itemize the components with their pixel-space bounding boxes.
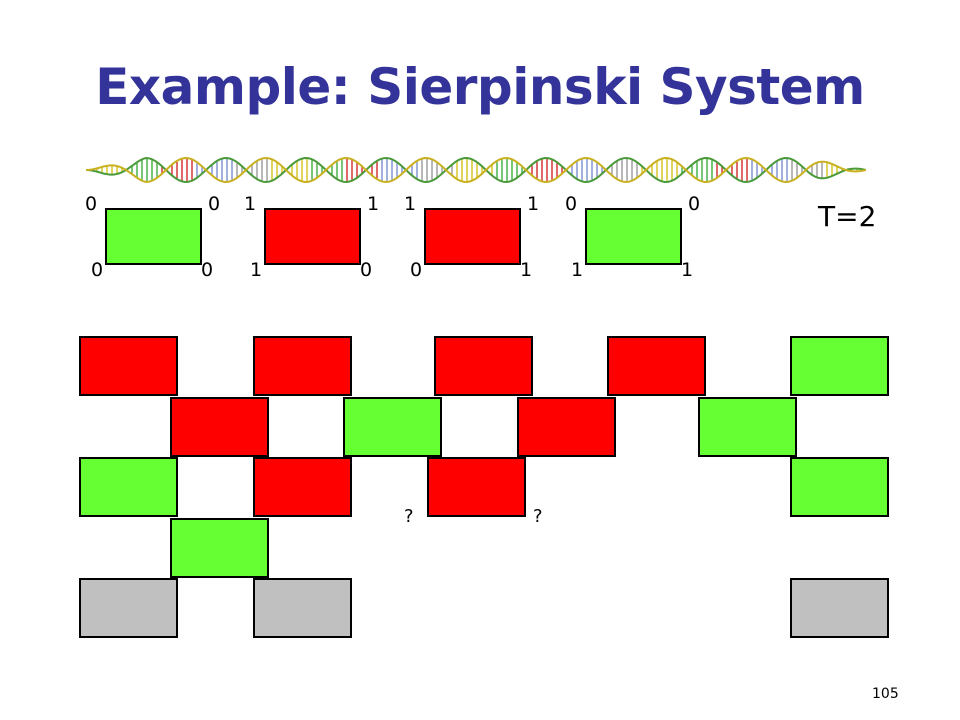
assembly-tile-r5-c2 [253, 578, 352, 638]
rule-tile-2-bottom-left-label: 1 [250, 259, 263, 281]
rule-tile-2-top-left-label: 1 [244, 193, 257, 215]
rule-tile-3-bottom-right-label: 1 [520, 259, 533, 281]
slide-title: Example: Sierpinski System [95, 58, 865, 116]
rule-tile-1 [105, 208, 202, 265]
temperature-label: T=2 [818, 200, 877, 233]
rule-tile-2-top-right-label: 1 [367, 193, 380, 215]
assembly-tile-r3-c2 [253, 457, 352, 517]
rule-tile-4-top-right-label: 0 [688, 193, 701, 215]
assembly-tile-r2-c4 [698, 397, 797, 457]
rule-tile-4-bottom-left-label: 1 [571, 259, 584, 281]
unknown-mark-left: ? [404, 506, 414, 527]
rule-tile-4 [585, 208, 682, 265]
rule-tile-2 [264, 208, 361, 265]
rule-tile-1-top-right-label: 0 [208, 193, 221, 215]
assembly-tile-r1-c3 [434, 336, 533, 396]
rule-tile-3-top-left-label: 1 [404, 193, 417, 215]
assembly-tile-r1-c5 [790, 336, 889, 396]
dna-helix-image [86, 156, 866, 184]
assembly-tile-r2-c3 [517, 397, 616, 457]
rule-tile-2-bottom-right-label: 0 [360, 259, 373, 281]
assembly-tile-r2-c1 [170, 397, 269, 457]
rule-tile-4-top-left-label: 0 [565, 193, 578, 215]
assembly-tile-r4-c1 [170, 518, 269, 578]
assembly-tile-r2-c2 [343, 397, 442, 457]
rule-tile-1-top-left-label: 0 [85, 193, 98, 215]
slide-number: 105 [872, 686, 899, 702]
assembly-tile-r1-c2 [253, 336, 352, 396]
assembly-tile-r1-c1 [79, 336, 178, 396]
assembly-tile-r5-c3 [790, 578, 889, 638]
rule-tile-1-bottom-right-label: 0 [201, 259, 214, 281]
rule-tile-3 [424, 208, 521, 265]
assembly-tile-r1-c4 [607, 336, 706, 396]
unknown-mark-right: ? [533, 506, 543, 527]
assembly-tile-r3-c1 [79, 457, 178, 517]
assembly-tile-r5-c1 [79, 578, 178, 638]
assembly-tile-r3-c3 [427, 457, 526, 517]
rule-tile-1-bottom-left-label: 0 [91, 259, 104, 281]
rule-tile-3-bottom-left-label: 0 [410, 259, 423, 281]
assembly-tile-r3-c4 [790, 457, 889, 517]
rule-tile-3-top-right-label: 1 [527, 193, 540, 215]
rule-tile-4-bottom-right-label: 1 [681, 259, 694, 281]
